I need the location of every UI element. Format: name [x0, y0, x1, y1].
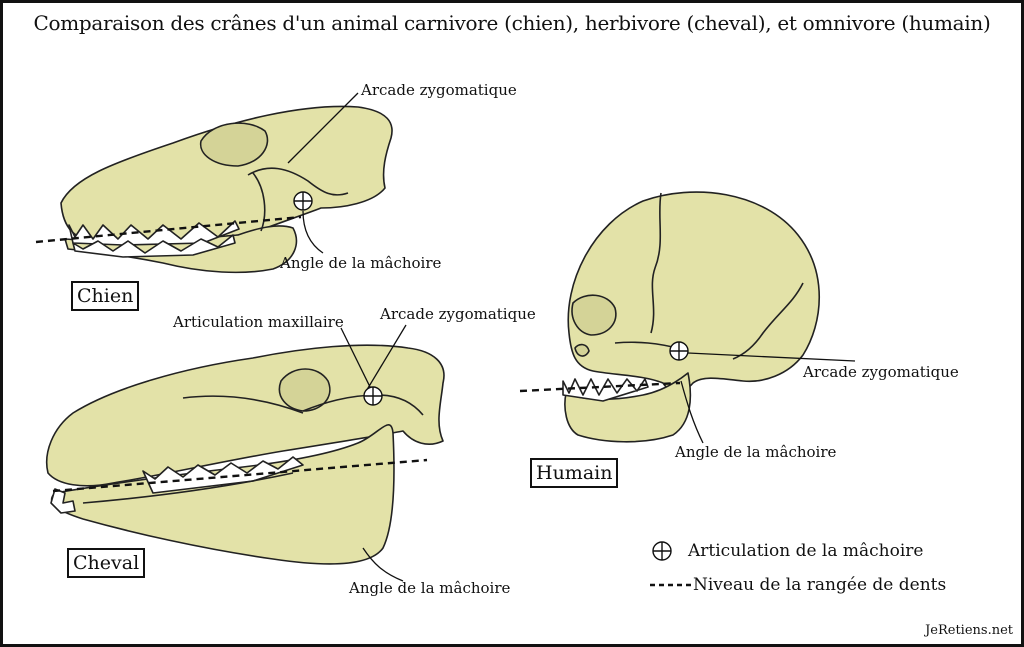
human-name-label: Humain [530, 458, 619, 488]
horse-zygomatic-label: Arcade zygomatique [380, 305, 536, 323]
horse-tooth-level-line [52, 458, 428, 493]
horse-diastema-line [82, 472, 294, 504]
horse-mandible [50, 424, 395, 565]
legend-joint-label: Articulation de la mâchoire [688, 541, 924, 561]
dog-jaw-angle-label: Angle de la mâchoire [280, 254, 442, 272]
horse-incisors [50, 488, 76, 514]
human-lambdoid-suture [732, 282, 804, 360]
human-zygomatic-label: Arcade zygomatique [803, 363, 959, 381]
horse-zygomatic-leader [364, 324, 407, 394]
horse-jaw-angle-label: Angle de la mâchoire [349, 579, 511, 597]
human-jaw-joint-marker [669, 341, 689, 361]
human-teeth [562, 378, 649, 402]
human-skull [562, 191, 821, 443]
dog-skull [60, 105, 393, 274]
skulls-illustration [35, 92, 856, 587]
legend-joint-icon [652, 541, 672, 561]
horse-joint-leader [340, 327, 374, 394]
dog-zygomatic-label: Arcade zygomatique [361, 81, 517, 99]
diagram-title: Comparaison des crânes d'un animal carni… [33, 11, 991, 35]
dog-jaw-angle-leader [302, 210, 324, 254]
human-jaw-angle-leader [680, 380, 704, 444]
horse-cranium [46, 344, 445, 487]
credit-text: JeRetiens.net [925, 623, 1013, 638]
horse-maxillary-joint-label: Articulation maxillaire [173, 313, 344, 331]
human-orbit [571, 294, 617, 336]
human-zygomatic-leader [687, 352, 856, 362]
dog-tooth-level-line [35, 215, 302, 244]
dog-jaw-joint-marker [293, 191, 313, 211]
horse-skull [46, 344, 445, 565]
human-tooth-level-line [519, 381, 681, 393]
human-nasal [574, 343, 590, 357]
human-coronal-suture [650, 192, 662, 334]
horse-upper-teeth [142, 456, 304, 494]
horse-name-label: Cheval [67, 548, 146, 578]
legend-teeth-level-label: Niveau de la rangée de dents [693, 575, 947, 595]
human-cranium [567, 191, 821, 393]
dog-coronoid [252, 172, 266, 232]
dog-zygomatic-arch [247, 167, 349, 196]
dog-name-label: Chien [71, 281, 140, 311]
horse-jaw-angle-leader [362, 547, 404, 582]
horse-jaw-joint-marker [363, 386, 383, 406]
dog-orbit [199, 122, 269, 167]
human-mandible [564, 372, 692, 443]
dog-lower-teeth [72, 234, 236, 258]
human-jaw-angle-label: Angle de la mâchoire [675, 443, 837, 461]
horse-facial-crest [182, 395, 304, 414]
horse-orbit [278, 368, 331, 412]
dog-zygomatic-leader [287, 92, 359, 164]
